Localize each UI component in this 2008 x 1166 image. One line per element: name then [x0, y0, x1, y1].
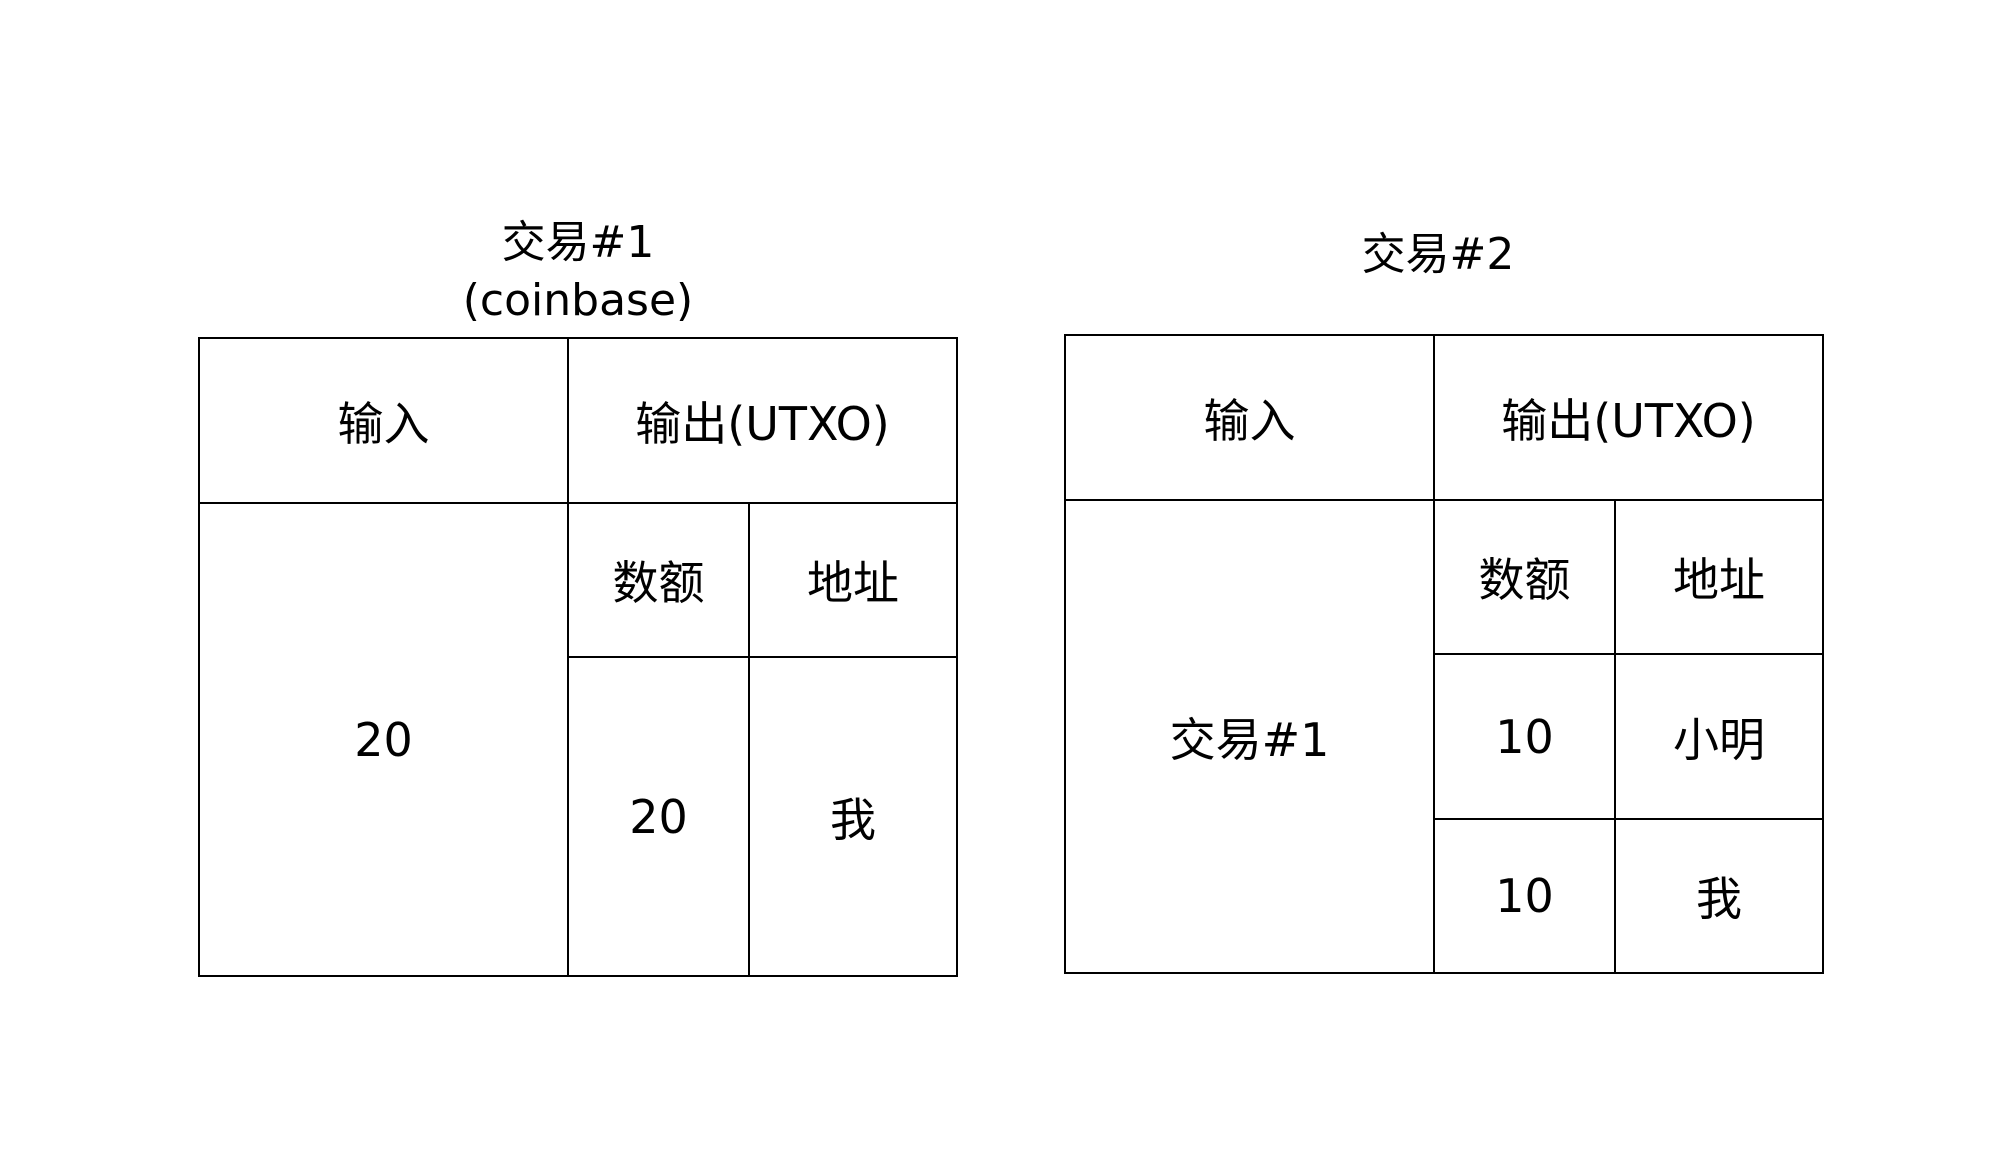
- tx1-input-header: 输入: [198, 337, 569, 504]
- tx2-table: 输入 输出(UTXO) 交易#1 数额 地址 10 小明 10 我: [1064, 334, 1824, 974]
- tx2-amount-header: 数额: [1433, 499, 1616, 655]
- tx1-address-header: 地址: [748, 502, 958, 658]
- tx1-title-line2: (coinbase): [462, 275, 694, 326]
- tx1-table: 输入 输出(UTXO) 20 数额 地址 20 我: [198, 337, 958, 977]
- tx1-output-amount: 20: [567, 656, 750, 977]
- tx2-output-address-1: 小明: [1614, 653, 1824, 820]
- tx1-title-line1: 交易#1: [501, 217, 655, 268]
- tx2-input-header: 输入: [1064, 334, 1435, 501]
- tx1-title: 交易#1 (coinbase): [378, 214, 778, 330]
- tx1-output-header: 输出(UTXO): [567, 337, 958, 504]
- tx2-output-address-2: 我: [1614, 818, 1824, 974]
- tx2-output-amount-1: 10: [1433, 653, 1616, 820]
- tx1-amount-header: 数额: [567, 502, 750, 658]
- tx2-output-amount-2: 10: [1433, 818, 1616, 974]
- tx2-input-value: 交易#1: [1064, 499, 1435, 974]
- tx1-output-address: 我: [748, 656, 958, 977]
- tx1-input-value: 20: [198, 502, 569, 977]
- tx2-title-line1: 交易#2: [1361, 229, 1515, 280]
- tx2-address-header: 地址: [1614, 499, 1824, 655]
- tx2-output-header: 输出(UTXO): [1433, 334, 1824, 501]
- tx2-title: 交易#2: [1238, 226, 1638, 284]
